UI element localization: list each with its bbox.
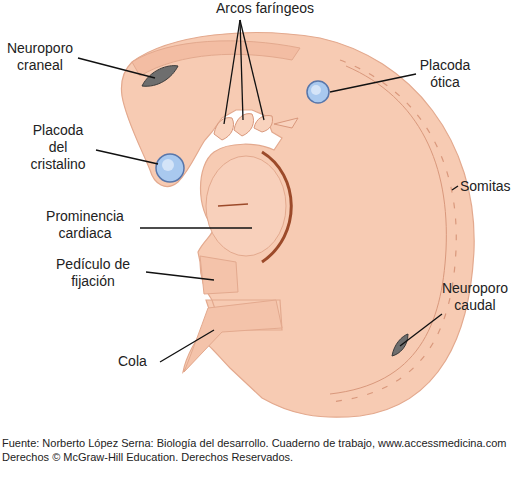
somite-row (330, 66, 446, 394)
part-label: Somitas (460, 178, 524, 195)
pharyngeal-arches (214, 114, 298, 140)
cardiac-prominence (206, 156, 286, 256)
embryo-body (121, 33, 474, 418)
leader-line (452, 186, 458, 190)
otic-placode-core (311, 85, 321, 95)
leader-line (240, 20, 243, 120)
part-label: Neuroporo craneal (0, 40, 80, 74)
somite-row (330, 60, 456, 402)
leader-line (146, 272, 214, 280)
leader-line (160, 330, 214, 362)
tail (184, 300, 282, 372)
leader-line (400, 314, 442, 346)
part-label: Placoda ótica (414, 57, 476, 91)
leader-line (96, 150, 158, 164)
lens-placode (156, 154, 184, 182)
leader-line (224, 20, 240, 124)
leader-line (140, 227, 252, 228)
part-label: Pedículo de fijación (38, 256, 148, 290)
part-label: Placoda del cristalino (22, 122, 94, 173)
leader-line (78, 58, 155, 78)
leader-line (240, 20, 264, 120)
cardiac-fold (218, 204, 248, 206)
caudal-neuropore (392, 334, 408, 356)
lens-placode-core (162, 159, 174, 171)
part-label: Arcos faríngeos (190, 0, 340, 17)
leader-line (330, 74, 416, 92)
part-label: Prominencia cardiaca (30, 208, 140, 242)
otic-placode (307, 81, 329, 103)
connecting-stalk (200, 256, 238, 294)
part-label: Cola (118, 353, 160, 370)
cardiac-groove (262, 152, 291, 262)
part-label: Neuroporo caudal (432, 280, 518, 314)
source-caption: Fuente: Norberto López Serna: Biología d… (2, 436, 522, 464)
